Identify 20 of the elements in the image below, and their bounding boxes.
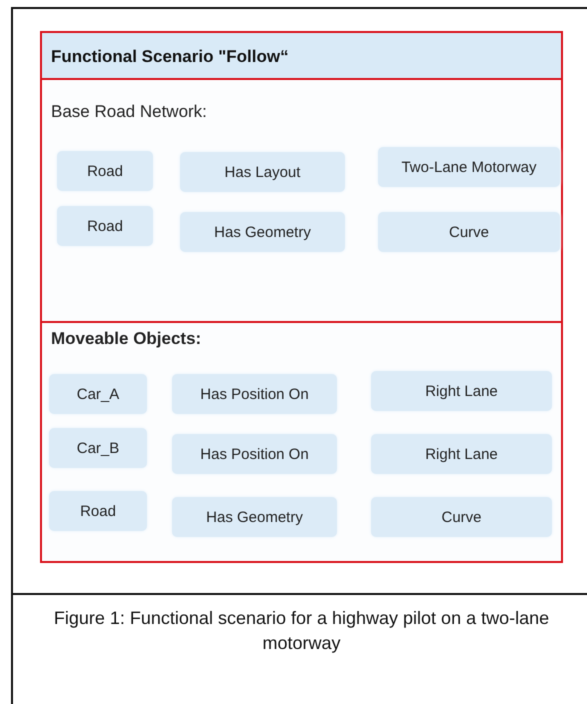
concept-box: Curve	[378, 212, 560, 252]
concept-box: Road	[49, 491, 147, 531]
scenario-title: Functional Scenario "Follow“	[42, 33, 561, 80]
concept-box: Road	[57, 151, 153, 191]
concept-box: Car_A	[49, 374, 147, 414]
concept-box: Has Position On	[172, 434, 337, 474]
figure-caption: Figure 1: Functional scenario for a highway pilot on a two-lane motorway	[52, 607, 550, 655]
section-heading: Moveable Objects:	[51, 329, 202, 349]
scenario-frame	[40, 31, 563, 563]
concept-box: Has Geometry	[172, 497, 337, 537]
concept-box: Right Lane	[371, 434, 552, 474]
concept-box: Road	[57, 206, 153, 246]
concept-box: Has Position On	[172, 374, 337, 414]
concept-box: Has Geometry	[180, 212, 345, 252]
concept-box: Right Lane	[371, 371, 552, 411]
concept-box: Two-Lane Motorway	[378, 147, 560, 187]
concept-box: Has Layout	[180, 152, 345, 192]
section-heading: Base Road Network:	[51, 102, 207, 122]
concept-box: Car_B	[49, 428, 147, 468]
concept-box: Curve	[371, 497, 552, 537]
